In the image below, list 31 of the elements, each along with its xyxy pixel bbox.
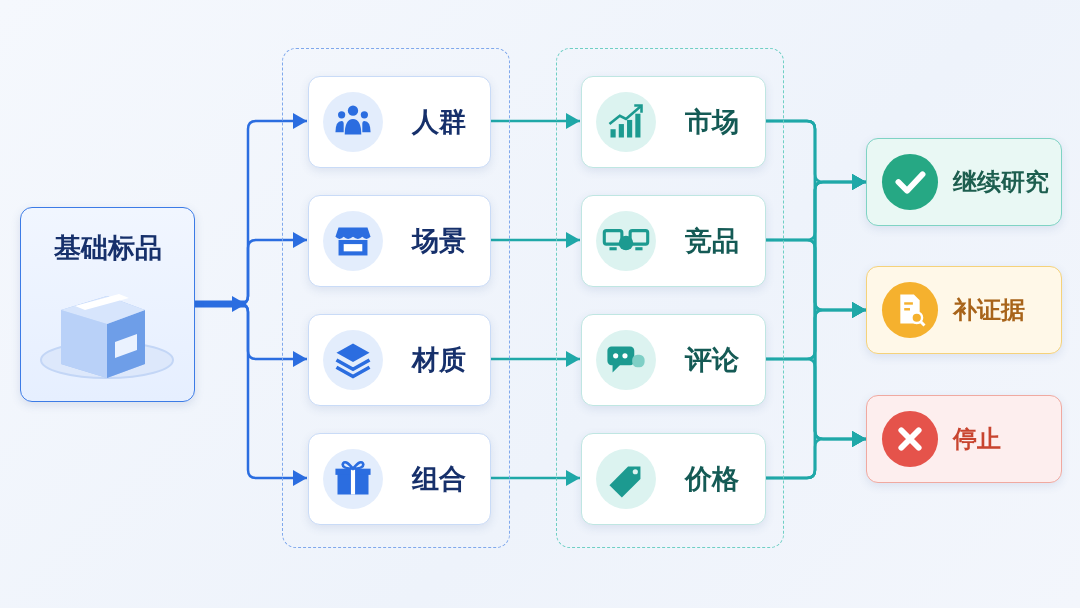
decision-box xyxy=(866,138,1062,226)
decision-box xyxy=(866,266,1062,354)
dashed-group-box xyxy=(556,48,784,548)
dashed-group-box xyxy=(282,48,510,548)
analysis-box xyxy=(581,195,766,287)
node-label: 补证据 xyxy=(953,295,1025,326)
node-label: 市场 xyxy=(685,105,739,139)
analysis-box xyxy=(581,76,766,168)
arrow xyxy=(490,470,580,486)
node-label: 停止 xyxy=(953,424,1001,455)
arrow xyxy=(490,113,580,129)
node-label: 评论 xyxy=(685,343,739,377)
arrow xyxy=(490,351,580,367)
node-label: 基础标品 xyxy=(52,231,163,265)
dimension-box xyxy=(308,433,491,525)
node-label: 材质 xyxy=(412,343,466,377)
node-label: 人群 xyxy=(412,105,466,139)
dimension-box xyxy=(308,195,491,287)
node-label: 竞品 xyxy=(685,224,739,258)
node-label: 价格 xyxy=(685,462,739,496)
arrow xyxy=(490,232,580,248)
node-label: 继续研究 xyxy=(953,167,1049,198)
decision-box xyxy=(866,395,1062,483)
product-box xyxy=(20,207,195,402)
analysis-box xyxy=(581,314,766,406)
node-label: 场景 xyxy=(412,224,466,258)
node-label: 组合 xyxy=(412,462,466,496)
arrow xyxy=(765,431,866,480)
analysis-box xyxy=(581,433,766,525)
dimension-box xyxy=(308,314,491,406)
dimension-box xyxy=(308,76,491,168)
